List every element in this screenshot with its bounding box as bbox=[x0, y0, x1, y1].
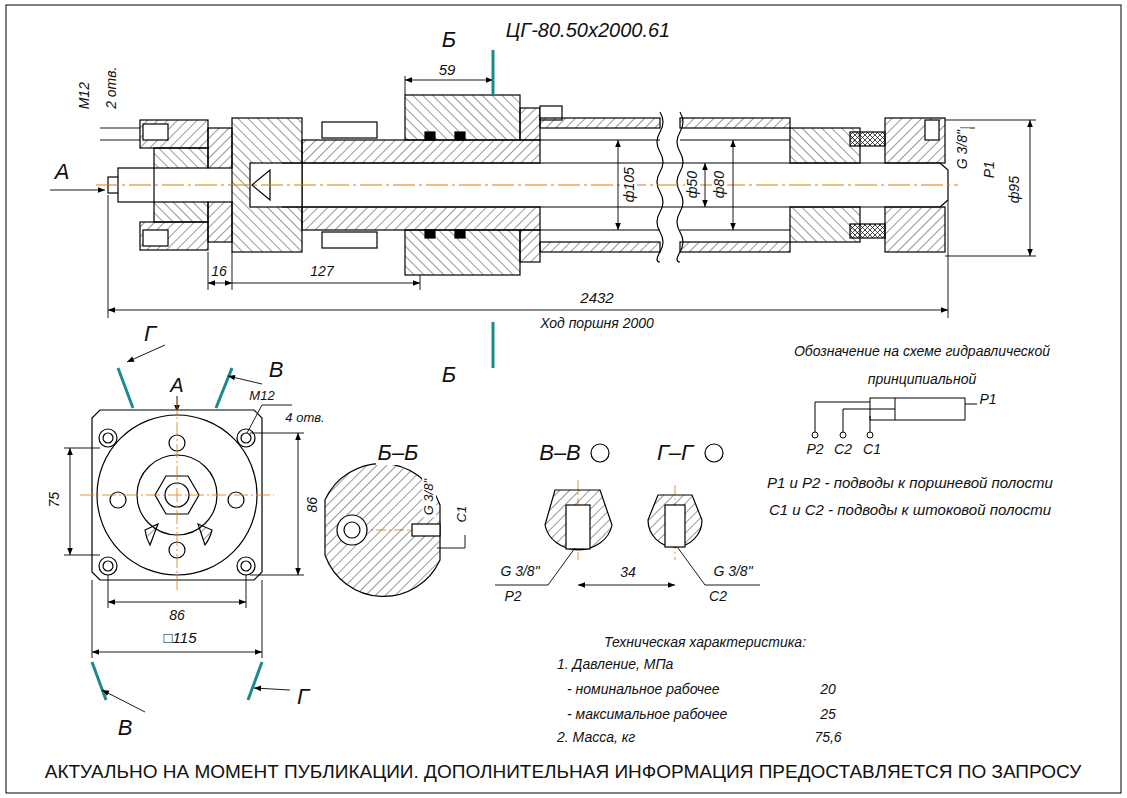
dimension: ф95 bbox=[1007, 174, 1022, 205]
port-name: C2 bbox=[707, 589, 729, 604]
section-title: В–В bbox=[537, 441, 583, 465]
dimension: 34 bbox=[618, 565, 638, 580]
dimension: 2432 bbox=[578, 290, 615, 307]
spec-row: - номинальное рабочее bbox=[565, 682, 722, 697]
thread-size: G 3/8" bbox=[498, 564, 541, 579]
dimension: ф80 bbox=[712, 169, 727, 200]
dimension: ф105 bbox=[622, 165, 637, 204]
dimension: 86 bbox=[167, 608, 187, 623]
port-name: P2 bbox=[804, 442, 825, 457]
hole-count: 2 отв. bbox=[104, 65, 119, 111]
dimension: 127 bbox=[308, 264, 335, 279]
spec-value: 75,6 bbox=[812, 730, 843, 745]
spec-value: 25 bbox=[818, 707, 838, 722]
legend-note: C1 и C2 - подводы к штоковой полости bbox=[767, 502, 1053, 519]
section-letter: Г bbox=[295, 685, 311, 709]
port-name: P1 bbox=[977, 392, 998, 407]
center-line bbox=[96, 185, 958, 186]
frame bbox=[6, 5, 1121, 793]
section-letter: В bbox=[267, 358, 286, 382]
end-view-dimensions bbox=[64, 405, 304, 658]
thread-size: G 3/8" bbox=[711, 564, 754, 579]
section-views bbox=[325, 444, 723, 596]
thread-size: M12 bbox=[247, 389, 276, 403]
section-title: Б–Б bbox=[376, 441, 421, 465]
spec-row: 2. Масса, кг bbox=[555, 730, 637, 745]
port-name: C2 bbox=[832, 442, 854, 457]
thread-size: M12 bbox=[77, 80, 92, 111]
section-letter: Б bbox=[440, 363, 458, 387]
dimension: 16 bbox=[209, 264, 229, 279]
section-letter: В bbox=[116, 716, 135, 740]
leader-lines bbox=[437, 535, 760, 585]
section-letter: Б bbox=[440, 28, 458, 52]
stroke-note: Ход поршня 2000 bbox=[538, 316, 656, 331]
drawing-title: ЦГ-80.50х2000.61 bbox=[504, 19, 672, 41]
port-name: P2 bbox=[502, 589, 523, 604]
section-letter: Г bbox=[142, 322, 158, 346]
dimension: 86 bbox=[305, 495, 320, 515]
spec-row: - максимальное рабочее bbox=[565, 707, 729, 722]
spec-row: 1. Давление, МПа bbox=[555, 657, 675, 672]
dimension: 59 bbox=[437, 62, 458, 79]
dimension-lines bbox=[50, 76, 1036, 318]
thread-size: G 3/8" bbox=[422, 477, 436, 517]
hole-count: 4 отв. bbox=[283, 411, 326, 425]
dimension: ф50 bbox=[685, 169, 700, 200]
port-name: C1 bbox=[455, 504, 469, 525]
port-name: P1 bbox=[982, 159, 997, 180]
dimension: 75 bbox=[47, 490, 62, 510]
dimension: □115 bbox=[162, 630, 199, 647]
disclaimer: АКТУАЛЬНО НА МОМЕНТ ПУБЛИКАЦИИ. ДОПОЛНИТ… bbox=[43, 762, 1083, 783]
section-title: Г–Г bbox=[655, 441, 695, 465]
spec-heading: Техническая характеристика: bbox=[602, 635, 808, 650]
note: принципиальной bbox=[866, 372, 978, 387]
view-letter: А bbox=[53, 160, 72, 184]
note: Обозначение на схеме гидравлической bbox=[792, 344, 1052, 359]
section-marks bbox=[92, 50, 493, 712]
hydraulic-symbol bbox=[812, 398, 978, 438]
spec-value: 20 bbox=[818, 682, 838, 697]
legend-note: P1 и P2 - подводы к поршневой полости bbox=[765, 475, 1055, 492]
view-letter: А bbox=[168, 374, 185, 396]
thread-size: G 3/8" bbox=[955, 128, 970, 171]
port-name: C1 bbox=[861, 442, 883, 457]
